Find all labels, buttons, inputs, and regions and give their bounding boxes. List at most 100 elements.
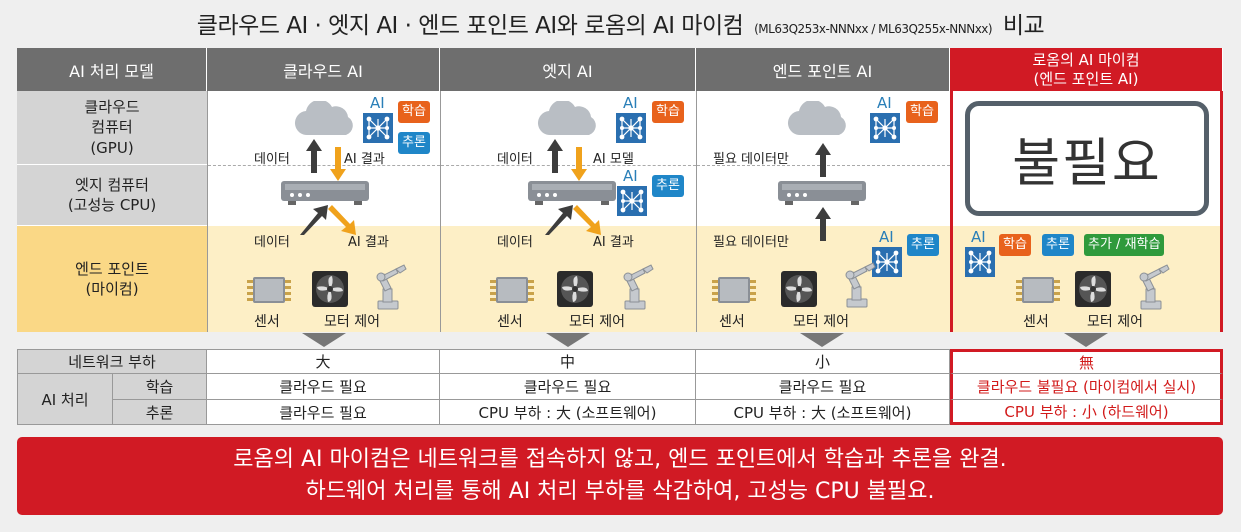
- motor-fan-icon: [781, 271, 817, 307]
- banner-line-1: 로옴의 AI 마이컴은 네트워크를 접속하지 않고, 엔드 포인트에서 학습과 …: [233, 447, 1007, 472]
- row-label-edge-1: 엣지 컴퓨터: [75, 175, 149, 194]
- table-label-infer: 추론: [113, 400, 207, 425]
- arrow-up-icon: [547, 139, 563, 173]
- table-cell: 大: [207, 349, 440, 374]
- column-cloud-ai: AI 학습 추론 데이터 AI 결과 데이터 AI 결과 센서 모터 제어: [207, 91, 440, 332]
- sensor-chip-icon: [489, 273, 535, 307]
- sensor-label: 센서: [1023, 314, 1049, 330]
- sensor-label: 센서: [719, 314, 745, 330]
- infer-badge: 추론: [907, 234, 939, 256]
- cloud-icon: [537, 101, 601, 137]
- infer-badge: 추론: [652, 175, 684, 197]
- edge-server-icon: [777, 179, 867, 205]
- table-cell: CPU 부하 : 大 (소프트웨어): [696, 400, 950, 425]
- table-cell-rohm: CPU 부하 : 小 (하드웨어): [950, 400, 1223, 425]
- column-rohm-ai: 불필요 AI 학습 추론 추가 / 재학습 센서 모터 제어: [950, 91, 1223, 332]
- sensor-chip-icon: [1015, 273, 1061, 307]
- divider: [441, 165, 696, 166]
- table-cell-rohm: 無: [950, 349, 1223, 374]
- header-rohm-line1: 로옴의 AI 마이컴: [1032, 50, 1140, 69]
- arrow-up-icon: [306, 139, 322, 173]
- unneeded-box: 불필요: [965, 101, 1209, 216]
- row-label-end-2: (마이컴): [85, 280, 139, 298]
- robot-arm-icon: [1133, 263, 1173, 311]
- title-model-numbers: (ML63Q253x-NNNxx / ML63Q255x-NNNxx): [754, 22, 993, 36]
- row-label-edge-computer: 엣지 컴퓨터 (고성능 CPU): [17, 165, 207, 226]
- column-edge-ai: AI 학습 데이터 AI 모델 AI 추론 데이터 AI 결과 센서 모터 제어: [440, 91, 696, 332]
- cloud-icon: [787, 101, 851, 137]
- motor-label: 모터 제어: [1087, 314, 1143, 330]
- title-tail: 비교: [1002, 13, 1045, 39]
- data-label: 데이터: [254, 152, 290, 167]
- down-triangle-icon: [800, 333, 844, 347]
- robot-arm-icon: [839, 261, 879, 309]
- motor-fan-icon: [312, 271, 348, 307]
- retrain-badge: 추가 / 재학습: [1084, 234, 1165, 256]
- infer-badge: 추론: [1042, 234, 1074, 256]
- table-cell: 클라우드 필요: [207, 400, 440, 425]
- row-label-cloud-2: 컴퓨터: [91, 118, 133, 137]
- table-cell: 클라우드 필요: [440, 374, 696, 400]
- ai-model-label: AI 모델: [593, 152, 634, 167]
- motor-label: 모터 제어: [793, 314, 849, 330]
- table-cell: 클라우드 필요: [696, 374, 950, 400]
- robot-arm-icon: [617, 263, 657, 311]
- needed-data-label: 필요 데이터만: [713, 235, 789, 250]
- row-label-end-1: 엔드 포인트: [75, 259, 149, 278]
- title-main: 클라우드 AI · 엣지 AI · 엔드 포인트 AI와 로옴의 AI 마이컴: [196, 13, 744, 39]
- arrow-up-icon: [815, 207, 831, 241]
- arrow-up-icon: [815, 143, 831, 177]
- ai-label: AI: [877, 94, 892, 112]
- needed-data-label: 필요 데이터만: [713, 152, 789, 167]
- robot-arm-icon: [370, 263, 410, 311]
- motor-label: 모터 제어: [569, 314, 625, 330]
- down-triangle-icon: [546, 333, 590, 347]
- neural-network-icon: [617, 186, 647, 216]
- sensor-label: 센서: [254, 314, 280, 330]
- neural-network-icon: [870, 113, 900, 143]
- header-endpoint-ai: 엔드 포인트 AI: [696, 48, 950, 91]
- row-label-endpoint: 엔드 포인트 (마이컴): [17, 226, 207, 332]
- motor-fan-icon: [1075, 271, 1111, 307]
- data-label: 데이터: [497, 152, 533, 167]
- neural-network-icon: [363, 113, 393, 143]
- sensor-chip-icon: [246, 273, 292, 307]
- learn-badge: 학습: [652, 101, 684, 123]
- sensor-label: 센서: [497, 314, 523, 330]
- unneeded-label: 불필요: [1012, 134, 1162, 194]
- table-cell: CPU 부하 : 大 (소프트웨어): [440, 400, 696, 425]
- ai-label: AI: [623, 167, 638, 185]
- table-cell: 小: [696, 349, 950, 374]
- down-triangle-icon: [302, 333, 346, 347]
- ai-result-label: AI 결과: [344, 152, 385, 167]
- banner-line-2: 하드웨어 처리를 통해 AI 처리 부하를 삭감하여, 고성능 CPU 불필요.: [305, 479, 935, 504]
- data-label: 데이터: [497, 235, 533, 250]
- motor-fan-icon: [557, 271, 593, 307]
- header-rohm-line2: (엔드 포인트 AI): [1033, 69, 1139, 88]
- learn-badge: 학습: [999, 234, 1031, 256]
- infer-badge: 추론: [398, 132, 430, 154]
- summary-banner: 로옴의 AI 마이컴은 네트워크를 접속하지 않고, 엔드 포인트에서 학습과 …: [17, 437, 1223, 515]
- row-label-cloud-3: (GPU): [90, 138, 134, 157]
- ai-label: AI: [623, 94, 638, 112]
- ai-label: AI: [370, 94, 385, 112]
- table-cell: 中: [440, 349, 696, 374]
- table-label-learn: 학습: [113, 374, 207, 400]
- page-title: 클라우드 AI · 엣지 AI · 엔드 포인트 AI와 로옴의 AI 마이컴 …: [0, 6, 1241, 40]
- arrow-down-icon: [571, 147, 587, 181]
- edge-server-icon: [280, 179, 370, 205]
- learn-badge: 학습: [398, 101, 430, 123]
- table-cell-rohm: 클라우드 불필요 (마이컴에서 실시): [950, 374, 1223, 400]
- edge-server-icon: [527, 179, 617, 205]
- column-endpoint-ai: AI 학습 필요 데이터만 필요 데이터만 AI 추론 센서 모터 제어: [696, 91, 950, 332]
- header-edge-ai: 엣지 AI: [440, 48, 696, 91]
- learn-badge: 학습: [906, 101, 938, 123]
- down-triangle-icon: [1064, 333, 1108, 347]
- header-model: AI 처리 모델: [17, 48, 207, 91]
- header-rohm-ai: 로옴의 AI 마이컴 (엔드 포인트 AI): [950, 48, 1223, 91]
- header-cloud-ai: 클라우드 AI: [207, 48, 440, 91]
- data-label: 데이터: [254, 235, 290, 250]
- ai-result-label: AI 결과: [593, 235, 634, 250]
- row-label-cloud-1: 클라우드: [84, 98, 140, 117]
- neural-network-icon: [616, 113, 646, 143]
